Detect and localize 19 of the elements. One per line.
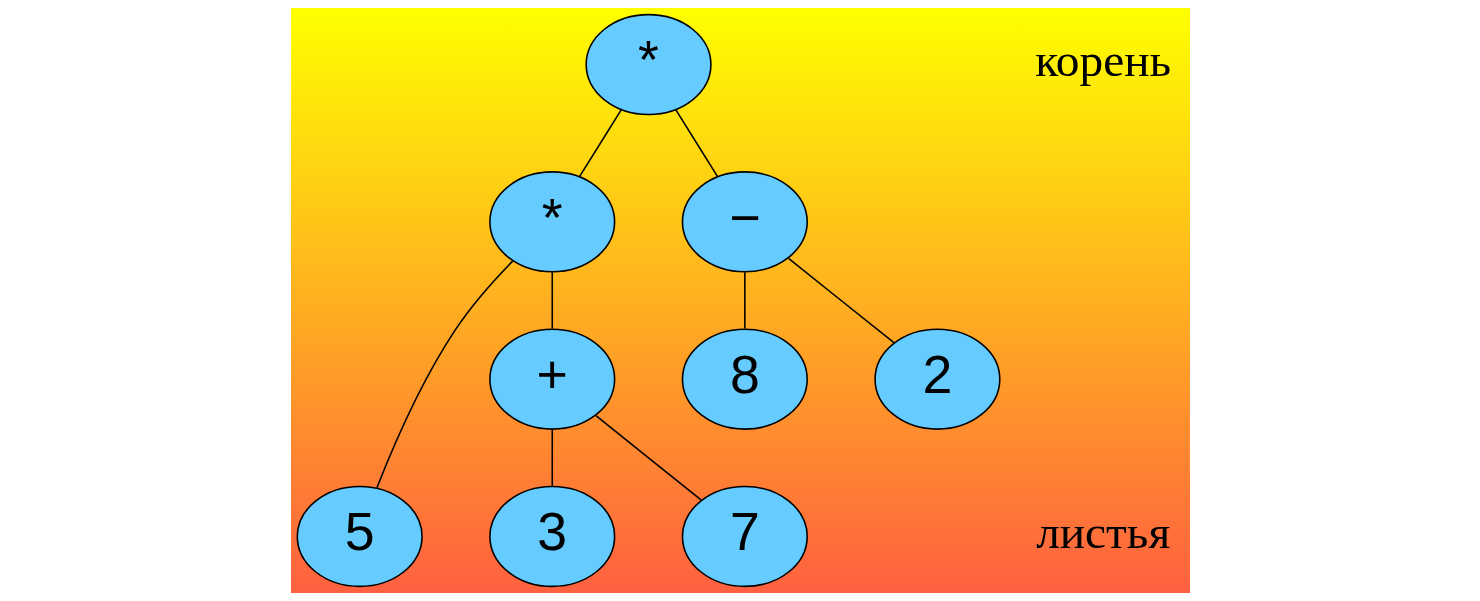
node-ellipse: − <box>681 171 808 273</box>
node-ellipse: 2 <box>873 328 1001 430</box>
label: корень <box>1034 34 1171 87</box>
connector <box>578 109 622 178</box>
connector <box>674 109 718 178</box>
node-ellipse: + <box>488 328 615 430</box>
connector <box>375 260 513 489</box>
connector <box>550 428 553 487</box>
node-ellipse: 8 <box>681 328 808 430</box>
node-ellipse: 3 <box>488 485 615 588</box>
connector <box>594 414 702 501</box>
node-ellipse: * <box>488 171 615 273</box>
node-ellipse: 5 <box>296 485 423 588</box>
connector <box>787 257 895 344</box>
node-ellipse: 7 <box>681 485 808 588</box>
node-ellipse: * <box>584 13 712 116</box>
label: листья <box>1035 506 1170 559</box>
connector <box>550 271 553 330</box>
connector <box>743 271 746 330</box>
